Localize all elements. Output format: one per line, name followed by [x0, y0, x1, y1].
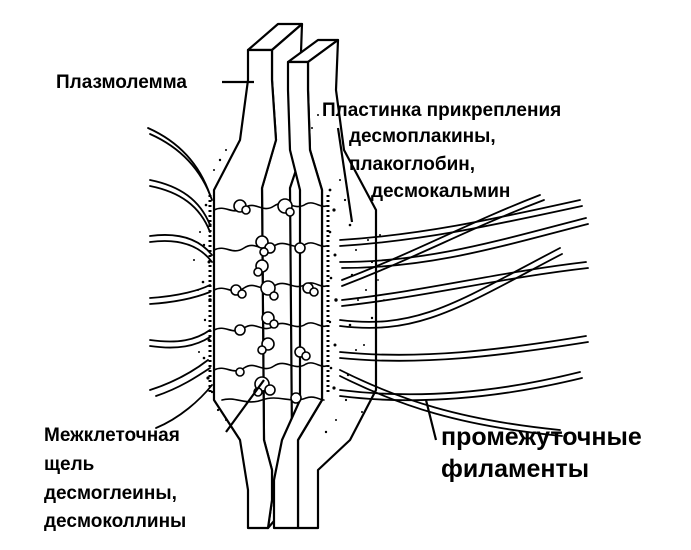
gap-label-line-4: десмоколлины — [44, 511, 187, 532]
filaments-label-line-1: промежуточные — [441, 423, 642, 451]
plaque-label-line-2: десмоплакины, — [349, 126, 496, 147]
filaments-label-line-2: филаменты — [441, 455, 590, 483]
plaque-label-line-1: Пластинка прикрепления — [322, 100, 562, 121]
plaque-leader-line — [336, 127, 354, 223]
plaque-label-line-4: десмокальмин — [371, 181, 511, 202]
gap-label-line-2: щель — [44, 454, 95, 475]
gap-label-line-1: Межклеточная — [44, 425, 180, 446]
gap-leader-line — [225, 379, 265, 433]
filaments-leader-line — [424, 399, 438, 441]
plasmolemma-label: Плазмолемма — [56, 72, 187, 93]
plaque-dense-band — [208, 195, 330, 395]
right-plasmolemma — [272, 38, 378, 530]
cadherin-knots — [230, 198, 319, 404]
gap-label-line-3: десмоглеины, — [44, 483, 177, 504]
left-intermediate-filaments — [147, 127, 213, 429]
plaque-label-line-3: плакоглобин, — [349, 154, 476, 175]
leader-lines — [222, 80, 438, 441]
right-intermediate-filaments — [339, 194, 589, 437]
